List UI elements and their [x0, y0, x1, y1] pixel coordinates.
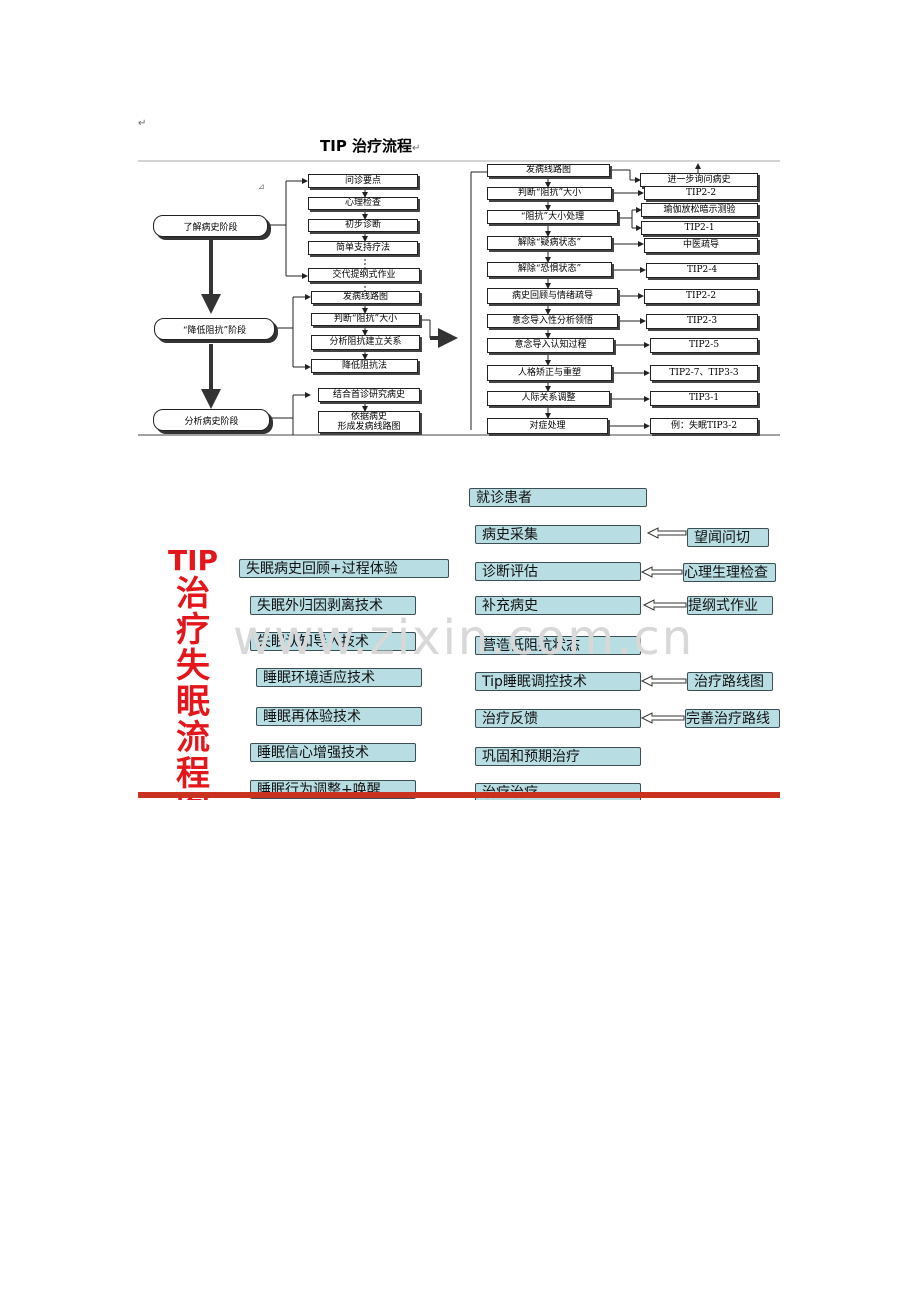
- mid-step: 意念导入性分析领悟: [487, 314, 618, 328]
- left-step: 简单支持疗法: [308, 241, 418, 255]
- stage-analyze-history: 分析病史阶段: [153, 409, 270, 431]
- mid-step: 人际关系调整: [487, 391, 610, 406]
- title-return-mark: ↵: [412, 143, 421, 154]
- vertical-title-char: TIP: [168, 544, 219, 577]
- right-step: TIP2-3: [646, 314, 758, 329]
- center-step-box: 就诊患者: [469, 488, 647, 507]
- right-method-box: 望闻问切: [687, 528, 769, 547]
- left-technique-box: 睡眠信心增强技术: [250, 743, 416, 762]
- center-step-box: 诊断评估: [475, 562, 641, 581]
- arrow-left-icon: [646, 527, 687, 539]
- center-step-box: 巩固和预期治疗: [475, 747, 641, 766]
- left-step-last: 依据病史 形成发病线路图: [318, 411, 420, 433]
- right-step: TIP2-1: [641, 221, 758, 235]
- arrow-left-icon: [640, 712, 685, 724]
- arrow-left-icon: [640, 566, 683, 578]
- bottom-red-bar: [138, 792, 780, 798]
- center-step-box: 补充病史: [475, 596, 641, 615]
- right-method-box: 完善治疗路线: [685, 709, 780, 728]
- mid-step: 对症处理: [487, 418, 608, 434]
- vertical-title-char: 流: [176, 717, 210, 758]
- center-step-box: Tip睡眠调控技术: [475, 672, 641, 691]
- left-technique-box: 失眠认知导入技术: [250, 632, 416, 651]
- right-step: 中医疏导: [644, 238, 758, 253]
- flow-title: TIP 治疗流程↵: [320, 135, 420, 156]
- mid-step: 发病线路图: [487, 164, 610, 177]
- left-step: 发病线路图: [311, 291, 420, 304]
- left-step-last-line2: 形成发病线路图: [337, 422, 401, 432]
- center-step-box: 治疗反馈: [475, 709, 641, 728]
- vertical-title-char: 失: [176, 645, 210, 686]
- right-method-box: 治疗路线图: [687, 672, 773, 691]
- mid-step: 人格矫正与重塑: [487, 365, 612, 381]
- left-technique-box: 睡眠再体验技术: [256, 707, 422, 726]
- vertical-title-char: 程: [176, 753, 210, 794]
- right-step: TIP2-7、TIP3-3: [650, 365, 758, 381]
- mid-step: “阻抗”大小处理: [487, 210, 618, 224]
- right-step: TIP2-2: [644, 289, 758, 304]
- vertical-title: TIP 治 疗 失 眠 流 程 图: [168, 546, 218, 800]
- left-step: 问诊要点: [308, 174, 418, 188]
- right-step: TIP2-2: [644, 186, 758, 200]
- mid-step: 解除“疑病状态”: [487, 236, 612, 250]
- right-step: 瑜伽放松暗示测验: [641, 203, 758, 217]
- right-step: TIP2-5: [650, 338, 758, 353]
- right-method-box: 心理生理检查: [683, 563, 776, 582]
- left-step: 初步诊断: [308, 219, 418, 232]
- arrow-left-icon: [640, 675, 687, 687]
- left-step: 判断“阻抗”大小: [311, 313, 420, 326]
- insomnia-flowchart: TIP 治 疗 失 眠 流 程 图 失眠病史回顾+过程体验 失眠外归因剥离技术 …: [138, 474, 780, 800]
- center-step-box: 病史采集: [475, 525, 641, 544]
- tip-treatment-flowchart: 了解病史阶段 “降低阻抗”阶段 分析病史阶段 问诊要点 心理检查 初步诊断 简单…: [138, 160, 780, 437]
- stage-history: 了解病史阶段: [153, 215, 268, 237]
- left-step: 结合首诊研究病史: [318, 388, 420, 402]
- left-step: 交代提纲式作业: [308, 268, 420, 282]
- arrow-left-icon: [642, 599, 687, 611]
- center-step-box: 营造低阻抗状态: [475, 636, 641, 655]
- right-method-box: 提纲式作业: [687, 596, 773, 615]
- small-mark: ⊿: [258, 182, 265, 191]
- mid-step: 意念导入认知过程: [487, 338, 614, 353]
- flow2-arrows: [640, 527, 687, 724]
- left-technique-box: 睡眠环境适应技术: [256, 668, 422, 687]
- left-technique-box: 失眠外归因剥离技术: [250, 596, 416, 615]
- flow-title-text: TIP 治疗流程: [320, 137, 413, 155]
- left-step: 降低阻抗法: [311, 359, 418, 373]
- right-step: 例：失眠TIP3-2: [650, 418, 758, 434]
- watermark: www.zixin.com.cn: [233, 610, 695, 666]
- vertical-title-char: 治: [176, 573, 210, 614]
- vertical-title-char: 疗: [176, 609, 210, 650]
- left-step-last-line1: 依据病史: [350, 411, 387, 422]
- mid-step: 解除“恐惧状态”: [487, 262, 612, 277]
- left-step: 心理检查: [308, 197, 418, 210]
- mid-step: 判断“阻抗”大小: [487, 187, 612, 200]
- left-technique-box: 失眠病史回顾+过程体验: [239, 559, 449, 578]
- stage-lower-resistance: “降低阻抗”阶段: [154, 318, 275, 340]
- paragraph-mark: ↵: [138, 118, 147, 129]
- right-step: 进一步询问病史: [640, 173, 758, 187]
- vertical-title-char: 眠: [176, 681, 210, 722]
- right-step: TIP3-1: [650, 391, 758, 406]
- mid-step: 病史回顾与情绪疏导: [487, 288, 618, 304]
- left-step: 分析阻抗建立关系: [311, 335, 420, 350]
- right-step: TIP2-4: [646, 263, 758, 278]
- flow1-connectors: [138, 160, 780, 436]
